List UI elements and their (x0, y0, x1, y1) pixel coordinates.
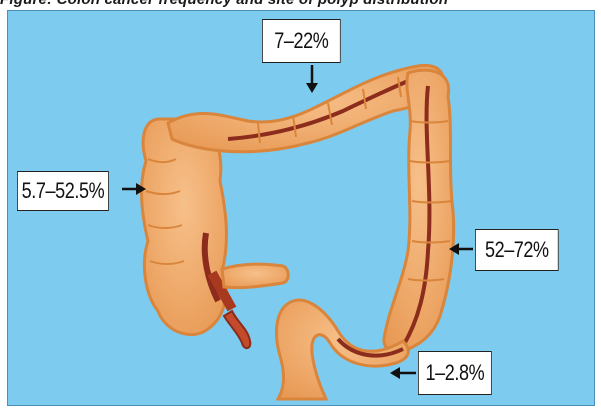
ileum-stub (222, 264, 288, 288)
arrow-transverse (306, 65, 318, 93)
transverse-colon (168, 65, 443, 151)
descending-colon (384, 70, 454, 352)
label-transverse: 7–22% (262, 19, 341, 63)
arrow-rectum (390, 367, 416, 379)
illustration-panel: 7–22% 5.7–52.5% 52–72% 1–2.8% (7, 10, 595, 406)
label-descending: 52–72% (475, 229, 559, 271)
label-ascending: 5.7–52.5% (17, 171, 109, 211)
label-rectum: 1–2.8% (418, 351, 492, 395)
appendix (224, 311, 250, 348)
